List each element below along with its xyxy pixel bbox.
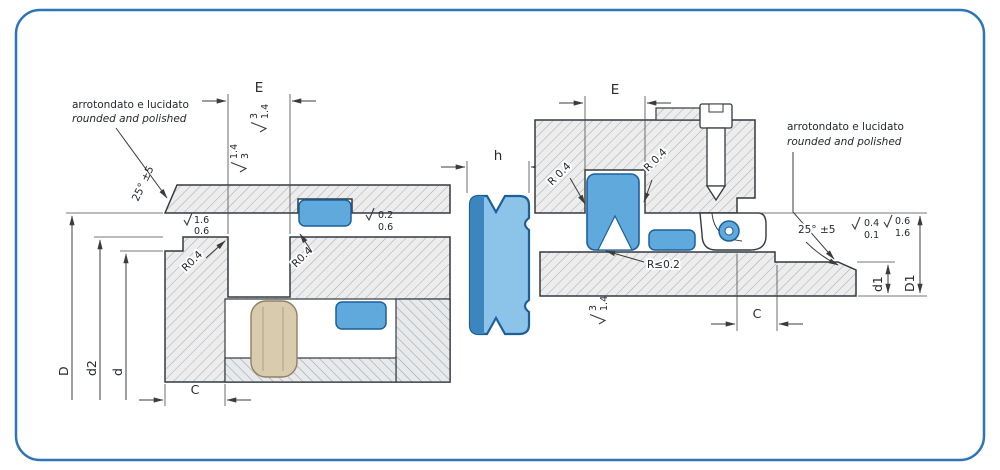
roughness-value: 0.4 (864, 218, 879, 229)
roughness-value: 0.6 (194, 226, 209, 237)
cylinder-section (163, 184, 451, 214)
roughness-symbol: 1.4 3 (229, 144, 251, 173)
guide-element (250, 300, 298, 378)
roughness-symbol: 0.6 1.6 (883, 214, 910, 239)
inner-block (395, 298, 451, 383)
seal-lip-notch (597, 214, 633, 251)
roughness-value: 3 (240, 153, 251, 159)
dim-label-d1: d1 (870, 276, 885, 292)
leader-line (805, 241, 839, 266)
leader-line (205, 240, 226, 259)
roughness-value: 1.4 (229, 144, 240, 159)
note-text-translation: rounded and polished (72, 113, 187, 125)
leader-line (115, 127, 168, 199)
left-view: E 3 1.4 1.4 3 arrotondato e lucidato rou… (56, 80, 451, 406)
roughness-value: 0.6 (895, 216, 910, 227)
seal-outer-band (470, 196, 484, 334)
roughness-symbol: 0.2 0.6 (365, 207, 393, 233)
dim-label-d2: d2 (84, 360, 99, 376)
roughness-value: 1.4 (260, 104, 271, 119)
seal-cross-section (468, 194, 531, 336)
dim-label-D: D (56, 366, 71, 376)
roughness-value: 0.1 (864, 230, 879, 241)
seal-ring (298, 199, 352, 227)
note-text: arrotondato e lucidato (787, 121, 904, 133)
dim-label-E: E (611, 82, 620, 98)
dim-label-C: C (753, 306, 762, 321)
roughness-value: 3 (249, 113, 260, 119)
leader-line (605, 250, 645, 263)
leader-line (569, 177, 586, 205)
roughness-value: 0.6 (378, 222, 393, 233)
leader-line (643, 179, 653, 203)
dim-label-C: C (191, 382, 200, 397)
screw-socket (708, 103, 724, 113)
seal-element (335, 301, 387, 330)
screw-tip (705, 185, 727, 202)
dim-label-D1: D1 (902, 274, 917, 292)
screw-shank (706, 127, 726, 187)
chamfer-angle-label: 25° ±5 (798, 224, 835, 236)
roughness-value: 3 (588, 305, 599, 311)
roughness-value: 0.2 (378, 210, 393, 221)
roughness-value: 1.4 (599, 296, 610, 311)
housing-step (655, 107, 701, 121)
roughness-symbol: 1.6 0.6 (183, 212, 209, 237)
roughness-value: 1.6 (194, 215, 209, 226)
roughness-symbol: 3 1.4 (588, 296, 610, 325)
dim-label-d: d (110, 368, 125, 376)
roughness-symbol: 3 1.4 (249, 104, 271, 133)
note-text-translation: rounded and polished (787, 136, 902, 148)
leader-line (299, 233, 313, 253)
note-text: arrotondato e lucidato (72, 99, 189, 111)
roughness-symbol: 0.4 0.1 (851, 216, 879, 241)
seal-profile: h (441, 148, 555, 336)
dim-label-E: E (255, 80, 264, 96)
leader-line (792, 152, 835, 260)
right-view: E R 0.4 R 0.4 R≤0.2 3 1.4 arrotondato e … (534, 82, 927, 331)
o-ring-center (724, 226, 734, 236)
roughness-value: 1.6 (895, 228, 910, 239)
dim-label-h: h (494, 148, 503, 164)
backup-ring (648, 229, 696, 251)
radius-label: R≤0.2 (647, 259, 680, 271)
